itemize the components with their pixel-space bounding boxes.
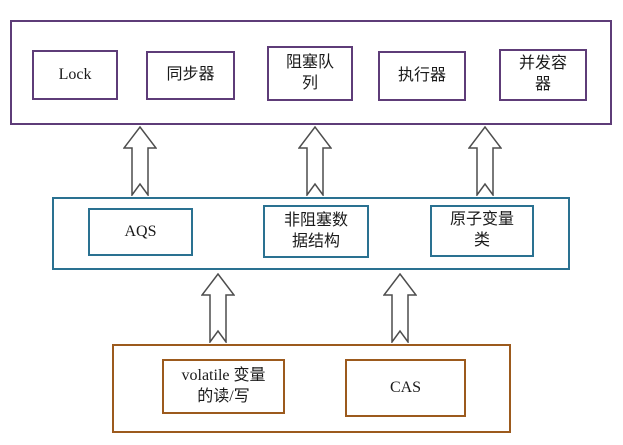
box-nonblocking-data-structure: 非阻塞数 据结构 (263, 205, 369, 258)
up-block-arrow-icon (383, 273, 417, 343)
box-lock: Lock (32, 50, 118, 100)
up-block-arrow-icon (201, 273, 235, 343)
box-blocking-queue: 阻塞队 列 (267, 46, 353, 101)
box-executor: 执行器 (378, 51, 466, 101)
box-volatile-read-write: volatile 变量 的读/写 (162, 359, 285, 414)
box-synchronizer: 同步器 (146, 51, 235, 100)
box-cas: CAS (345, 359, 466, 417)
up-block-arrow-icon (123, 126, 157, 196)
box-aqs: AQS (88, 208, 193, 256)
box-atomic-variable-class: 原子变量 类 (430, 205, 534, 257)
box-concurrent-container: 并发容 器 (499, 49, 587, 101)
up-block-arrow-icon (298, 126, 332, 196)
up-block-arrow-icon (468, 126, 502, 196)
